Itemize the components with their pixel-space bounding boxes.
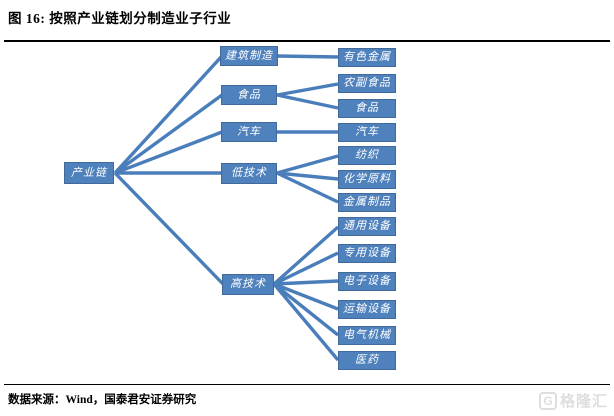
leaf-node-metal-products: 金属制品	[338, 193, 396, 212]
leaf-node-agri-food: 农副食品	[338, 74, 396, 93]
leaf-node-textile: 纺织	[338, 146, 396, 165]
title-rule	[4, 40, 610, 42]
leaf-node-general-equipment: 通用设备	[338, 217, 396, 236]
leaf-node-electrical-machinery: 电气机械	[338, 326, 396, 345]
source-caption: 数据来源：Wind，国泰君安证券研究	[8, 394, 197, 406]
leaf-node-special-equipment: 专用设备	[338, 244, 396, 263]
leaf-node-nonferrous-metals: 有色金属	[338, 48, 396, 67]
branch-node-high-tech: 高技术	[222, 274, 274, 295]
branch-node-construction: 建筑制造	[220, 46, 278, 66]
branch-node-low-tech: 低技术	[221, 163, 277, 184]
watermark-logo: G 格隆汇	[538, 390, 608, 411]
leaf-node-auto: 汽车	[338, 123, 396, 142]
figure-title: 图 16: 按照产业链划分制造业子行业	[8, 11, 232, 26]
leaf-node-transport-equipment: 运输设备	[338, 300, 396, 319]
root-node-industry-chain: 产业链	[64, 162, 114, 184]
footer-rule	[4, 384, 610, 385]
leaf-node-food: 食品	[338, 99, 396, 118]
leaf-node-pharma: 医药	[338, 351, 396, 370]
branch-node-auto: 汽车	[221, 122, 277, 142]
leaf-node-chemical-materials: 化学原料	[338, 170, 396, 189]
gelonghui-g-icon: G	[538, 391, 557, 410]
watermark-text: 格隆汇	[559, 393, 608, 410]
branch-node-food: 食品	[221, 85, 277, 105]
leaf-node-electronic-equipment: 电子设备	[338, 272, 396, 291]
